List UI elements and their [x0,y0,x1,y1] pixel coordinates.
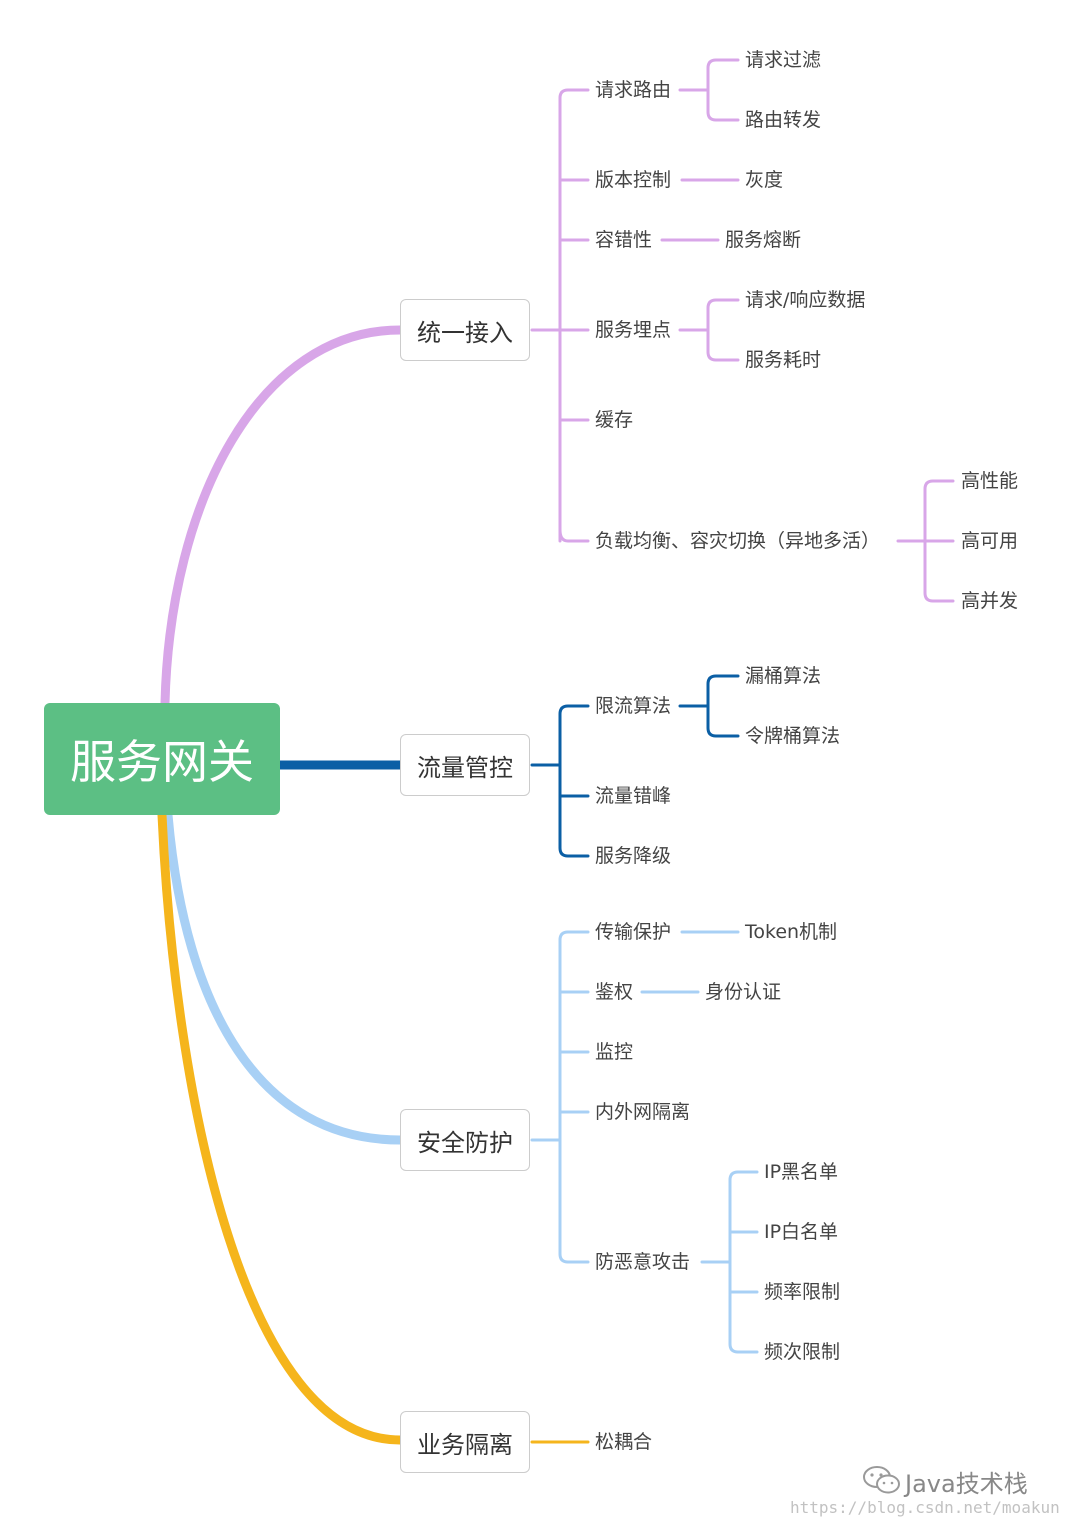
node-high-performance[interactable]: 高性能 [961,470,1019,492]
node-rate-limit-algo[interactable]: 限流算法 [595,695,672,717]
node-fault-tolerance[interactable]: 容错性 [595,229,653,251]
watermark-brand: Java技术栈 [905,1470,1028,1498]
branch-business-isolation[interactable]: 业务隔离 [400,1411,530,1473]
node-monitoring[interactable]: 监控 [595,1041,634,1063]
node-frequency-limit[interactable]: 频率限制 [764,1281,841,1303]
watermark-url: https://blog.csdn.net/moakun [790,1498,1060,1517]
node-anti-attack[interactable]: 防恶意攻击 [595,1251,691,1273]
node-load-balance[interactable]: 负载均衡、容灾切换（异地多活） [595,530,881,552]
node-service-tracking[interactable]: 服务埋点 [595,319,672,341]
node-service-degrade[interactable]: 服务降级 [595,845,672,867]
node-circuit-breaker[interactable]: 服务熔断 [725,229,802,251]
node-network-isolation[interactable]: 内外网隔离 [595,1101,691,1123]
node-grayscale[interactable]: 灰度 [745,169,784,191]
wechat-icon [863,1466,900,1494]
node-service-latency[interactable]: 服务耗时 [745,349,822,371]
node-traffic-shaving[interactable]: 流量错峰 [595,785,672,807]
node-leaky-bucket[interactable]: 漏桶算法 [745,665,822,687]
connector-root-security [163,810,405,1145]
node-auth[interactable]: 鉴权 [595,981,634,1003]
node-identity-auth[interactable]: 身份认证 [705,981,782,1003]
node-token-bucket[interactable]: 令牌桶算法 [745,725,841,747]
node-ip-blacklist[interactable]: IP黑名单 [764,1161,839,1183]
connector-root-isolation [157,810,405,1445]
node-high-availability[interactable]: 高可用 [961,530,1019,552]
node-cache[interactable]: 缓存 [595,409,634,431]
node-count-limit[interactable]: 频次限制 [764,1341,841,1363]
node-ip-whitelist[interactable]: IP白名单 [764,1221,839,1243]
branch-security[interactable]: 安全防护 [400,1109,530,1171]
node-high-concurrency[interactable]: 高并发 [961,590,1019,612]
node-route-forward[interactable]: 路由转发 [745,109,822,131]
node-transport-protect[interactable]: 传输保护 [595,921,672,943]
node-version-control[interactable]: 版本控制 [595,169,672,191]
branch-traffic-control[interactable]: 流量管控 [400,734,530,796]
node-loose-coupling[interactable]: 松耦合 [595,1431,653,1453]
node-req-resp-data[interactable]: 请求/响应数据 [745,289,866,311]
node-request-filter[interactable]: 请求过滤 [745,49,822,71]
root-node[interactable]: 服务网关 [44,703,280,815]
branch-unified-access[interactable]: 统一接入 [400,299,530,361]
node-request-routing[interactable]: 请求路由 [595,79,672,101]
connector-root-access [160,325,405,708]
node-token-mechanism[interactable]: Token机制 [745,921,838,943]
